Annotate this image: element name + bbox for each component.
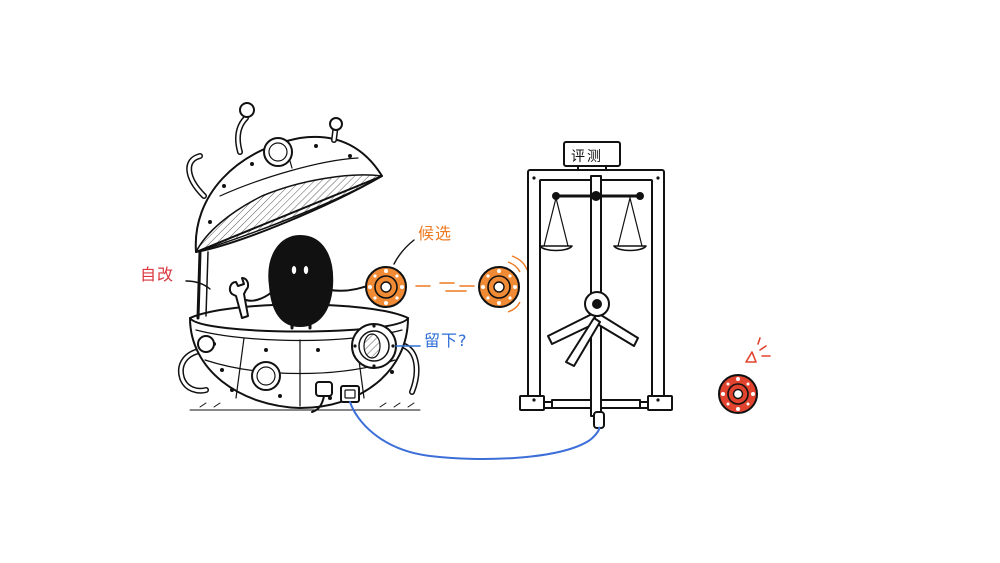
wrench-icon: [228, 277, 250, 319]
creature-body: [268, 235, 334, 327]
self-modify-leader: [185, 280, 211, 290]
motion-lines-left: [415, 282, 475, 292]
gear-token-held: [365, 266, 407, 308]
balance-scale-icon: [539, 191, 647, 252]
evaluate-sign-label: 评测: [571, 149, 603, 165]
ground-hatching: [189, 402, 421, 411]
turnstile-icon: [547, 291, 639, 367]
evaluation-gate: [519, 141, 673, 429]
pod-plug: [315, 381, 333, 397]
gear-token-rejected: [718, 374, 758, 414]
blob-creature: [228, 235, 373, 330]
creature-eye-right: [303, 266, 309, 274]
warning-triangle-icon: [745, 337, 771, 363]
candidate-leader: [393, 239, 415, 265]
gate-sign: [563, 141, 621, 167]
gear-token-moving: [478, 255, 528, 313]
creature-eye-left: [291, 266, 297, 274]
hinge-strut: [196, 250, 202, 320]
dome-porthole: [263, 137, 293, 167]
dome-interior: [195, 174, 383, 253]
candidate-label: 候选: [418, 224, 453, 243]
data-cable: [349, 401, 601, 460]
self-modify-label: 自改: [140, 265, 175, 284]
keep-question-label: 留下?: [424, 331, 468, 350]
porthole-window: [351, 323, 397, 369]
